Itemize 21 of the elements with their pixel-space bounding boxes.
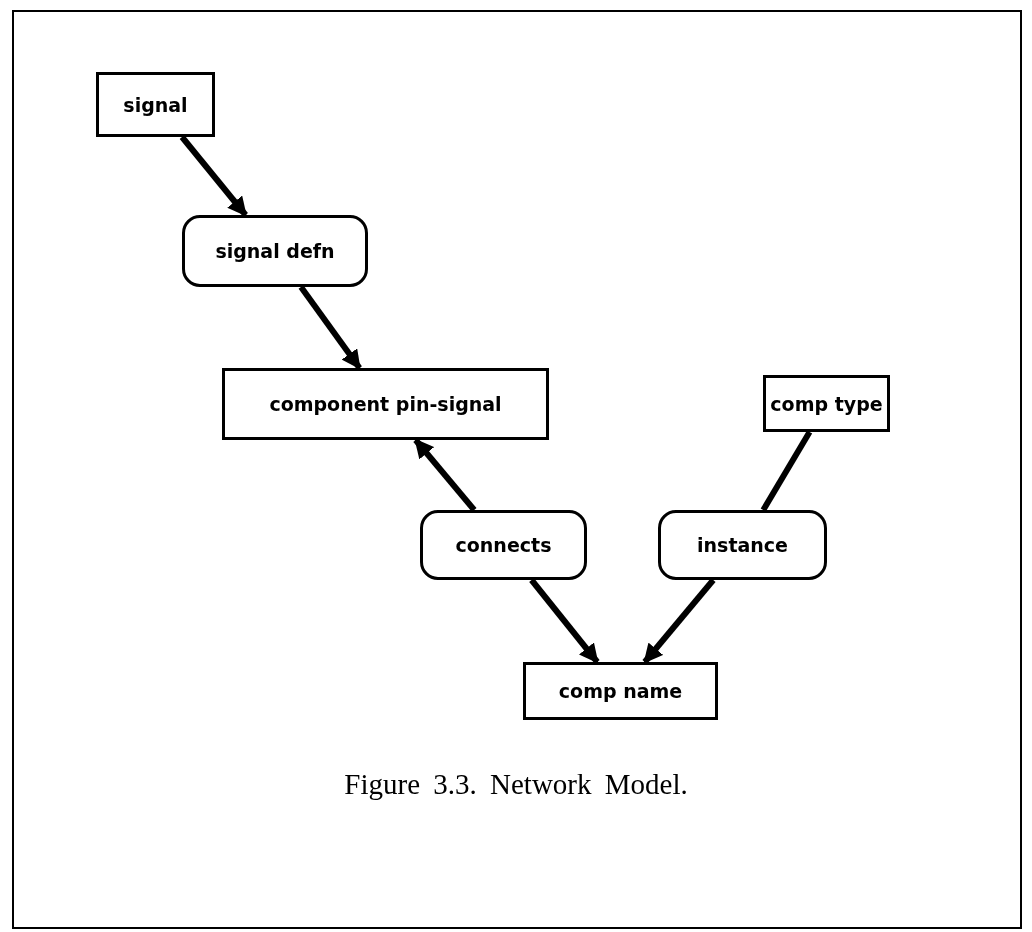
entity-box (523, 662, 718, 720)
figure-caption: Figure 3.3. Network Model. (343, 768, 689, 801)
relationship-box (420, 510, 587, 580)
node-label: comp type (770, 392, 883, 415)
node-label: connects (455, 534, 552, 556)
relationship-box (182, 215, 368, 287)
arrow (529, 578, 600, 664)
node-label: instance (697, 534, 788, 556)
node-label: signal (123, 93, 188, 116)
entity-box (96, 72, 215, 137)
arrow (179, 135, 248, 217)
arrow (298, 285, 362, 370)
node-label: signal defn (215, 240, 335, 262)
node-label: component pin-signal (269, 393, 502, 415)
arrow (642, 578, 716, 664)
arrow (413, 438, 477, 512)
connector-line (760, 430, 813, 512)
relationship-box (658, 510, 827, 580)
entity-box (222, 368, 549, 440)
node-label: comp name (558, 680, 683, 702)
entity-box (763, 375, 890, 432)
